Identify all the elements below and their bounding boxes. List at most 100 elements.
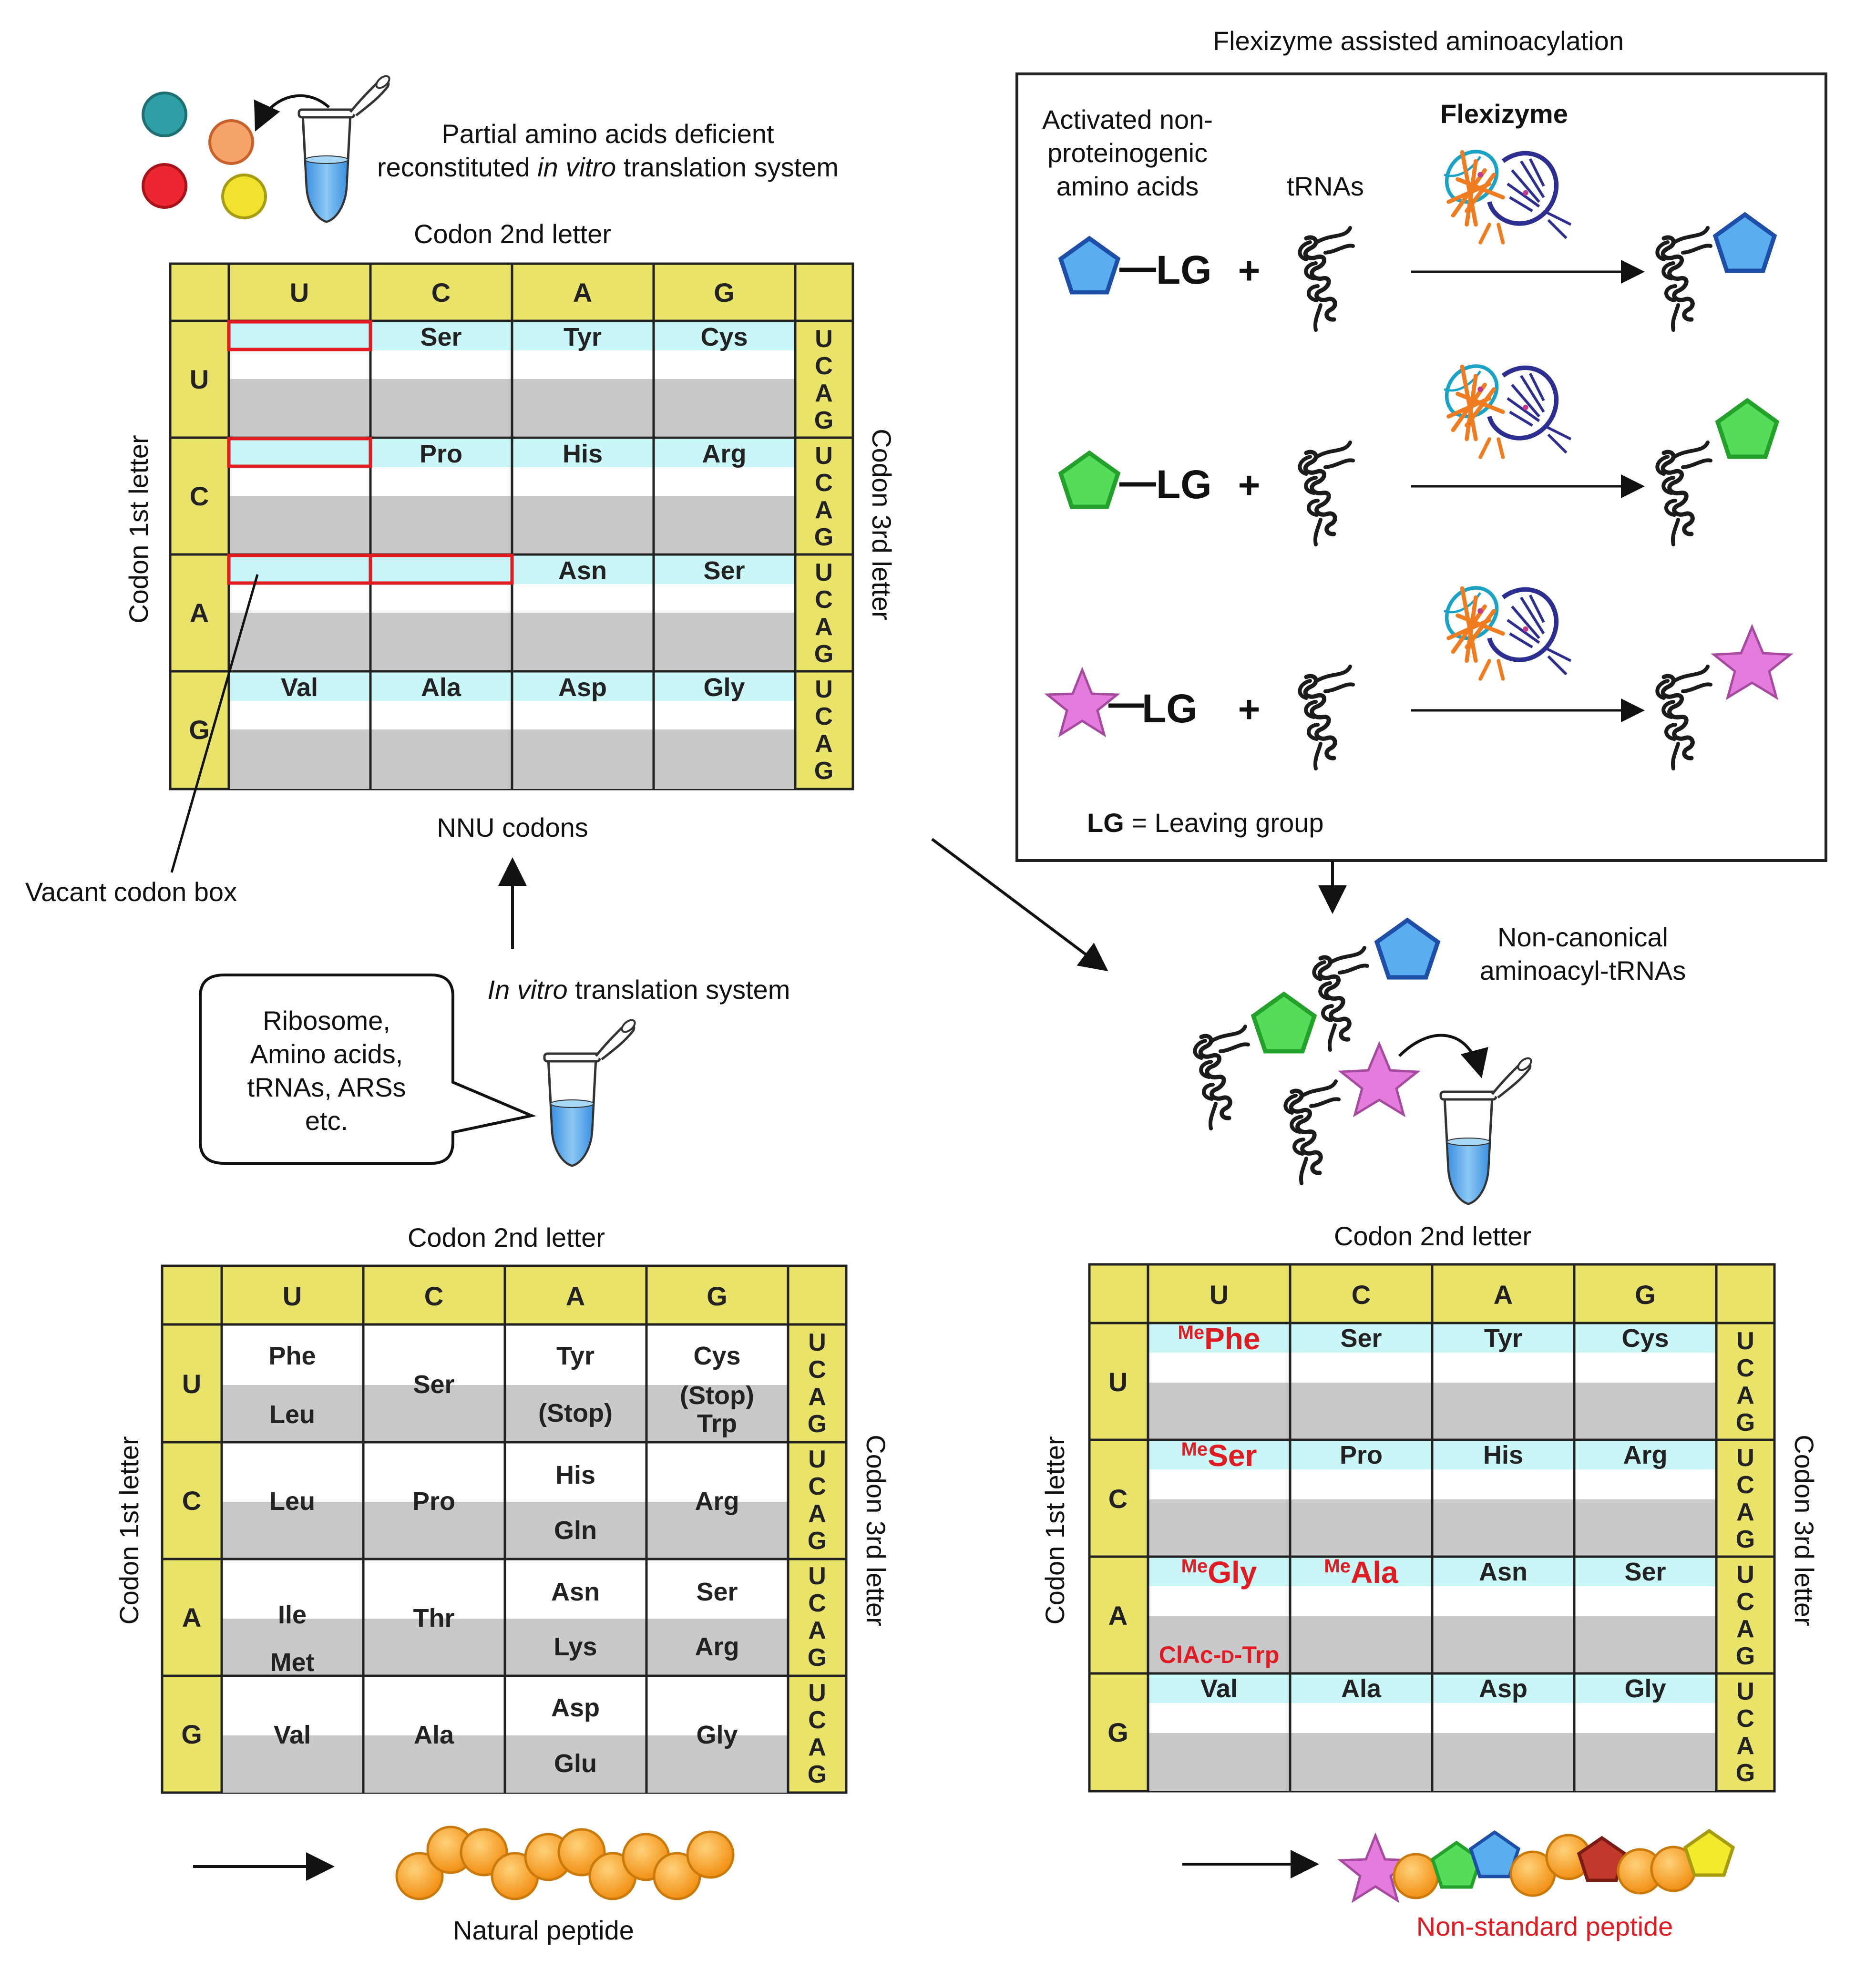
bl-cell: Met — [270, 1648, 315, 1677]
teal-amino-acid-ball — [142, 92, 187, 137]
svg-text:G: G — [1736, 1759, 1755, 1787]
svg-text:C: C — [808, 1706, 826, 1734]
br-cell: Pro — [1340, 1441, 1383, 1469]
br-cell: Ser — [1624, 1558, 1666, 1586]
bl-cell: Trp — [697, 1409, 737, 1438]
bl-cell: Leu — [269, 1487, 315, 1516]
br-row-header: G — [1107, 1717, 1128, 1747]
bl-cell: Glu — [554, 1749, 597, 1778]
bl-second-letter-title: Codon 2nd letter — [408, 1222, 605, 1252]
tl-col-header: G — [714, 277, 735, 308]
leaving-group-label: LG — [1156, 462, 1212, 507]
svg-text:A: A — [1736, 1382, 1754, 1409]
tl-cell: Arg — [702, 440, 747, 468]
br-third-letter-column: U C A G U C A G U C A G U C A G — [1736, 1327, 1755, 1787]
ivt-system-label: In vitro translation system — [488, 975, 790, 1005]
svg-text:A: A — [808, 1734, 826, 1761]
bl-cell: Gln — [554, 1516, 597, 1545]
tl-col-header: U — [290, 277, 309, 308]
svg-text:U: U — [808, 1679, 826, 1707]
bl-cell: His — [555, 1461, 595, 1489]
tl-cell: Ala — [421, 673, 461, 702]
svg-text:U: U — [808, 1446, 826, 1473]
trna-glyph — [1195, 1026, 1248, 1128]
svg-text:C: C — [808, 1473, 826, 1500]
svg-text:C: C — [1736, 1705, 1754, 1733]
bl-cell: Gly — [696, 1721, 738, 1749]
svg-text:G: G — [1736, 1642, 1755, 1670]
addition-arrow — [1398, 1034, 1488, 1078]
plus-sign: + — [1238, 249, 1261, 292]
br-col-header: A — [1494, 1280, 1513, 1310]
noncanonical-line2: aminoacyl-tRNAs — [1480, 955, 1686, 985]
leaving-group-label: LG — [1156, 247, 1212, 292]
vacant-codon-boxes — [227, 320, 514, 585]
svg-text:U: U — [815, 325, 833, 353]
bubble-line: etc. — [305, 1106, 348, 1136]
svg-text:A: A — [1736, 1498, 1754, 1526]
green-pentagon-amino-acid — [1058, 450, 1121, 509]
bl-row-header: A — [182, 1602, 201, 1632]
br-row-header: U — [1108, 1367, 1128, 1397]
pink-star-amino-acid — [1711, 624, 1794, 700]
meala-cell: MeAla — [1324, 1555, 1398, 1590]
diagonal-arrow — [931, 838, 1108, 972]
br-cell: Ser — [1340, 1324, 1382, 1353]
tl-cell: Tyr — [564, 323, 602, 351]
bl-col-header: G — [707, 1281, 728, 1311]
svg-text:U: U — [808, 1329, 826, 1356]
bl-row-header: U — [182, 1369, 201, 1399]
green-pentagon-amino-acid — [1715, 398, 1780, 459]
deficient-caption-line2: reconstituted in vitro translation syste… — [377, 152, 839, 182]
plus-sign: + — [1238, 464, 1261, 506]
bl-first-letter-title: Codon 1st letter — [114, 1436, 144, 1624]
blue-pentagon-amino-acid — [1058, 236, 1121, 295]
flexizyme-reaction-green: LG + — [1058, 366, 1780, 544]
br-col-header: G — [1635, 1280, 1656, 1310]
br-row-header: A — [1108, 1600, 1128, 1631]
noncanonical-trnas — [1195, 917, 1533, 1204]
svg-text:A: A — [808, 1500, 826, 1528]
bl-cell: Thr — [413, 1604, 455, 1632]
bl-cell: Ile — [278, 1600, 307, 1629]
natural-peptide-label: Natural peptide — [453, 1915, 634, 1945]
br-cell: His — [1483, 1441, 1523, 1469]
vacant-codon-box-label: Vacant codon box — [25, 877, 237, 907]
bl-third-letter-title: Codon 3rd letter — [861, 1435, 891, 1626]
svg-text:U: U — [1736, 1327, 1754, 1355]
br-cell: Asp — [1479, 1674, 1527, 1703]
bl-cell: Tyr — [556, 1342, 595, 1370]
tl-cell: Cys — [700, 323, 748, 351]
reaction-tube — [1441, 1056, 1533, 1204]
trnas-label: tRNAs — [1287, 171, 1364, 201]
svg-text:U: U — [815, 442, 833, 470]
tl-row-header: G — [189, 715, 210, 745]
blue-pentagon-amino-acid — [1374, 917, 1441, 980]
tl-col-header: A — [573, 277, 592, 308]
bl-cell: Ser — [696, 1578, 738, 1606]
svg-text:C: C — [815, 469, 833, 497]
tl-cell: Ser — [420, 323, 461, 351]
svg-text:G: G — [808, 1410, 827, 1438]
bl-cell: Phe — [268, 1342, 316, 1370]
trna-glyph — [1285, 1081, 1339, 1183]
flexizyme-label: Flexizyme — [1440, 99, 1568, 129]
svg-text:C: C — [815, 352, 833, 380]
bl-cell: Asp — [551, 1693, 600, 1722]
bl-cell: Lys — [554, 1632, 597, 1661]
bl-row-header: C — [182, 1486, 201, 1516]
bl-cell: Pro — [412, 1487, 455, 1516]
clac-d-trp-cell: ClAc-D-Trp — [1159, 1641, 1279, 1668]
plus-sign: + — [1238, 688, 1261, 730]
bubble-line: Ribosome, — [263, 1005, 390, 1036]
br-second-letter-title: Codon 2nd letter — [1334, 1221, 1531, 1251]
svg-text:G: G — [814, 407, 833, 434]
svg-text:A: A — [808, 1383, 826, 1411]
mephe-cell: MePhe — [1178, 1322, 1261, 1356]
tl-first-letter-title: Codon 1st letter — [123, 435, 154, 623]
svg-text:A: A — [815, 730, 833, 758]
svg-text:U: U — [815, 676, 833, 703]
flexizyme-reaction-blue: LG + — [1058, 152, 1777, 330]
bl-cell: (Stop) — [538, 1399, 613, 1427]
deficient-system-illustration — [142, 74, 391, 222]
